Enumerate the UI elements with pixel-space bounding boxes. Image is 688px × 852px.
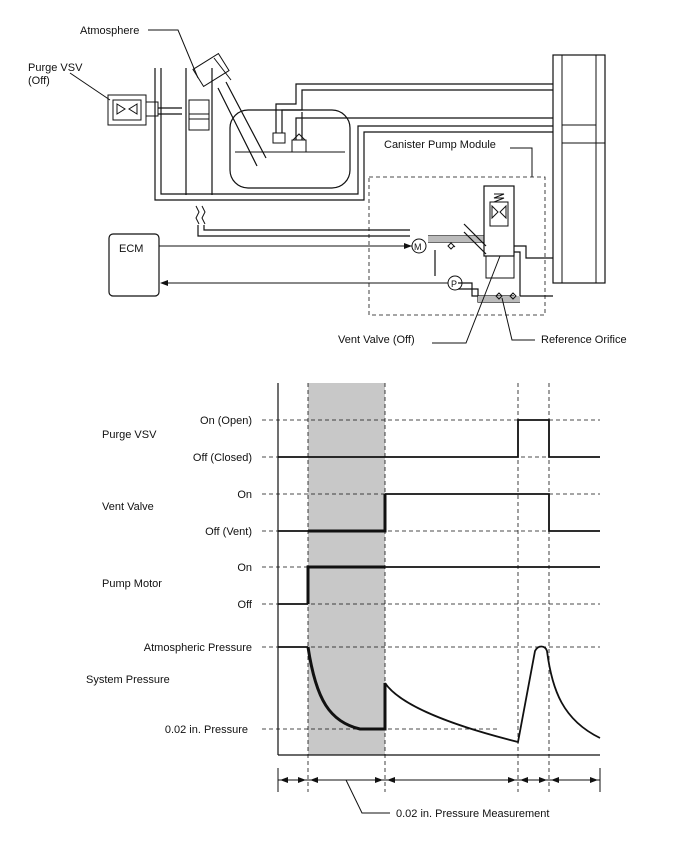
system-pressure-waveform-rest — [384, 645, 601, 744]
vent-valve-label: Vent Valve (Off) — [338, 334, 415, 346]
time-interval-arrows — [277, 768, 601, 792]
pump-motor-waveform-bold — [306, 565, 385, 604]
purge-pipes — [154, 68, 553, 201]
pressure-002-label: 0.02 in. Pressure — [165, 724, 248, 736]
purge-vsv-label: Purge VSV — [28, 62, 83, 74]
pump-motor-signal-name: Pump Motor — [102, 578, 162, 590]
ecm-label: ECM — [119, 243, 143, 255]
pump-motor-high-label: On — [237, 562, 252, 574]
canister — [552, 54, 606, 284]
throttle-body — [185, 68, 213, 225]
purge-vsv-low-label: Off (Closed) — [193, 452, 252, 464]
measurement-period-shading — [308, 383, 385, 755]
canister-pump-module-label: Canister Pump Module — [384, 139, 496, 151]
motor-symbol-label: M — [414, 242, 422, 252]
pump-motor-low-label: Off — [238, 599, 253, 611]
purge-vsv-signal-name: Purge VSV — [102, 429, 157, 441]
module-pipes — [197, 225, 553, 303]
vent-valve-waveform-bold — [308, 494, 387, 533]
atmospheric-pressure-label: Atmospheric Pressure — [144, 642, 252, 654]
tank-vapor-pipes — [275, 83, 553, 140]
purge-vsv-waveform — [278, 419, 600, 458]
purge-vsv-state-label: (Off) — [28, 75, 50, 87]
purge-vsv — [107, 94, 159, 126]
canister-pump-module-box — [368, 176, 546, 316]
pressure-sensor-label: P — [451, 279, 457, 289]
reference-orifice-label: Reference Orifice — [541, 334, 627, 346]
system-pressure-signal-name: System Pressure — [86, 674, 170, 686]
system-pressure-waveform-drop — [306, 646, 387, 731]
ecm-box — [108, 233, 160, 297]
measurement-label: 0.02 in. Pressure Measurement — [396, 808, 549, 820]
measurement-leader — [345, 779, 390, 814]
vent-valve-signal-name: Vent Valve — [102, 501, 154, 513]
vent-valve-waveform-rest — [385, 493, 600, 532]
vent-valve-high-label: On — [237, 489, 252, 501]
atmosphere-label: Atmosphere — [80, 25, 139, 37]
filler-neck — [192, 52, 267, 167]
vent-valve-low-label: Off (Vent) — [205, 526, 252, 538]
vent-valve-assembly — [463, 185, 515, 279]
purge-vsv-high-label: On (Open) — [200, 415, 252, 427]
